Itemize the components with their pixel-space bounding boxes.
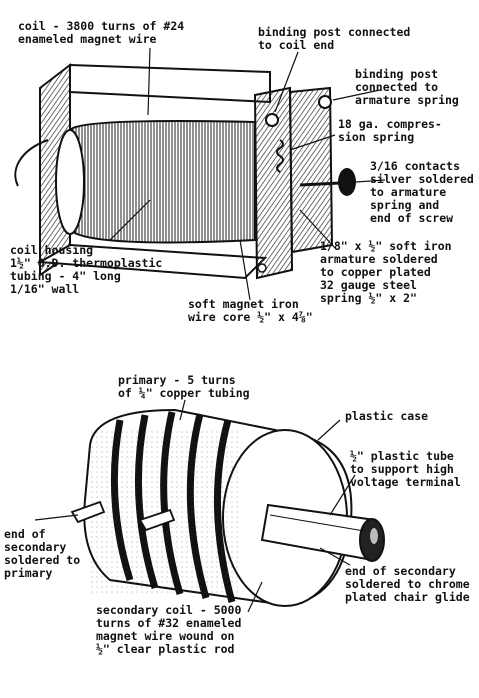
label-line: tubing - 4" long xyxy=(10,269,121,283)
binding-post-armature-icon xyxy=(318,95,332,109)
label-line: voltage terminal xyxy=(350,475,461,489)
adjust-screw xyxy=(299,181,341,187)
label-line: binding post connected xyxy=(258,25,411,39)
leader-lines-top xyxy=(109,47,386,301)
label-secondary-end-left: end of secondary soldered to primary xyxy=(4,528,80,580)
label-line: 1/16" wall xyxy=(10,282,80,296)
label-secondary-coil: secondary coil - 5000 turns of #32 ename… xyxy=(96,604,241,656)
label-line: enameled magnet wire xyxy=(18,32,157,46)
solder-tab-right xyxy=(138,508,176,532)
label-line: 18 ga. compres- xyxy=(338,117,442,131)
buzzer-assembly xyxy=(14,62,356,280)
label-line: end of xyxy=(4,527,46,541)
label-line: 1/8" x ½" soft iron xyxy=(320,239,452,253)
label-line: spring and xyxy=(370,198,440,212)
label-line: armature spring xyxy=(355,93,459,107)
coil-winding xyxy=(69,120,256,244)
label-line: connected to xyxy=(355,80,439,94)
label-line: coil - 3800 turns of #24 xyxy=(18,19,185,33)
label-line: turns of #32 enameled xyxy=(96,616,242,630)
label-coil: coil - 3800 turns of #24 enameled magnet… xyxy=(18,20,184,46)
label-line: spring ½" x 2" xyxy=(320,291,417,305)
top-bar xyxy=(69,63,271,104)
label-line: end of screw xyxy=(370,211,454,225)
label-line: ½" plastic tube xyxy=(350,449,454,463)
right-end-plate xyxy=(253,86,294,280)
label-line: end of secondary xyxy=(345,564,456,578)
label-line: armature soldered xyxy=(320,252,438,266)
label-line: secondary coil - 5000 xyxy=(96,603,242,617)
label-coil-housing: coil housing 1½" O.D. thermoplastic tubi… xyxy=(10,244,162,296)
coil-end xyxy=(55,129,85,235)
label-line: plastic case xyxy=(345,409,429,423)
armature-block xyxy=(288,86,334,254)
label-line: to copper plated xyxy=(320,265,431,279)
label-line: soldered to xyxy=(4,553,81,567)
label-plastic-case: plastic case xyxy=(345,410,428,423)
label-line: soldered to chrome xyxy=(345,577,470,591)
label-line: secondary xyxy=(4,540,67,554)
label-binding-post-coil: binding post connected to coil end xyxy=(258,26,410,52)
screw-knob-icon xyxy=(338,168,356,196)
label-line: coil housing xyxy=(10,243,94,257)
label-line: primary xyxy=(4,566,53,580)
label-line: to support high xyxy=(350,462,454,476)
label-primary: primary - 5 turns of ¼" copper tubing xyxy=(118,374,250,400)
label-line: wire core ½" x 4⅞" xyxy=(188,310,313,324)
label-secondary-end-right: end of secondary soldered to chrome plat… xyxy=(345,565,470,604)
label-line: soft magnet iron xyxy=(188,297,299,311)
solder-tab-left xyxy=(70,500,106,524)
label-compression-spring: 18 ga. compres- sion spring xyxy=(338,118,442,144)
label-line: to armature xyxy=(370,185,447,199)
induction-coil-assembly xyxy=(70,408,385,607)
binding-post-coil-icon xyxy=(265,113,279,127)
label-binding-post-armature: binding post connected to armature sprin… xyxy=(355,68,459,107)
label-contacts: 3/16 contacts silver soldered to armatur… xyxy=(370,160,474,225)
label-line: 32 gauge steel xyxy=(320,278,417,292)
label-line: of ¼" copper tubing xyxy=(118,386,250,400)
label-line: sion spring xyxy=(338,130,415,144)
label-line: 3/16 contacts xyxy=(370,159,461,173)
label-line: plated chair glide xyxy=(345,590,470,604)
label-line: magnet wire wound on xyxy=(96,629,235,643)
label-line: silver soldered xyxy=(370,172,474,186)
label-line: primary - 5 turns xyxy=(118,373,236,387)
label-line: ½" clear plastic rod xyxy=(96,642,235,656)
label-armature: 1/8" x ½" soft iron armature soldered to… xyxy=(320,240,452,305)
label-line: binding post xyxy=(355,67,439,81)
label-line: 1½" O.D. thermoplastic xyxy=(10,256,163,270)
compression-spring-icon xyxy=(276,139,284,173)
label-line: to coil end xyxy=(258,38,335,52)
leader-lines-bottom xyxy=(34,399,356,613)
label-plastic-tube: ½" plastic tube to support high voltage … xyxy=(350,450,461,489)
label-core: soft magnet iron wire core ½" x 4⅞" xyxy=(188,298,313,324)
